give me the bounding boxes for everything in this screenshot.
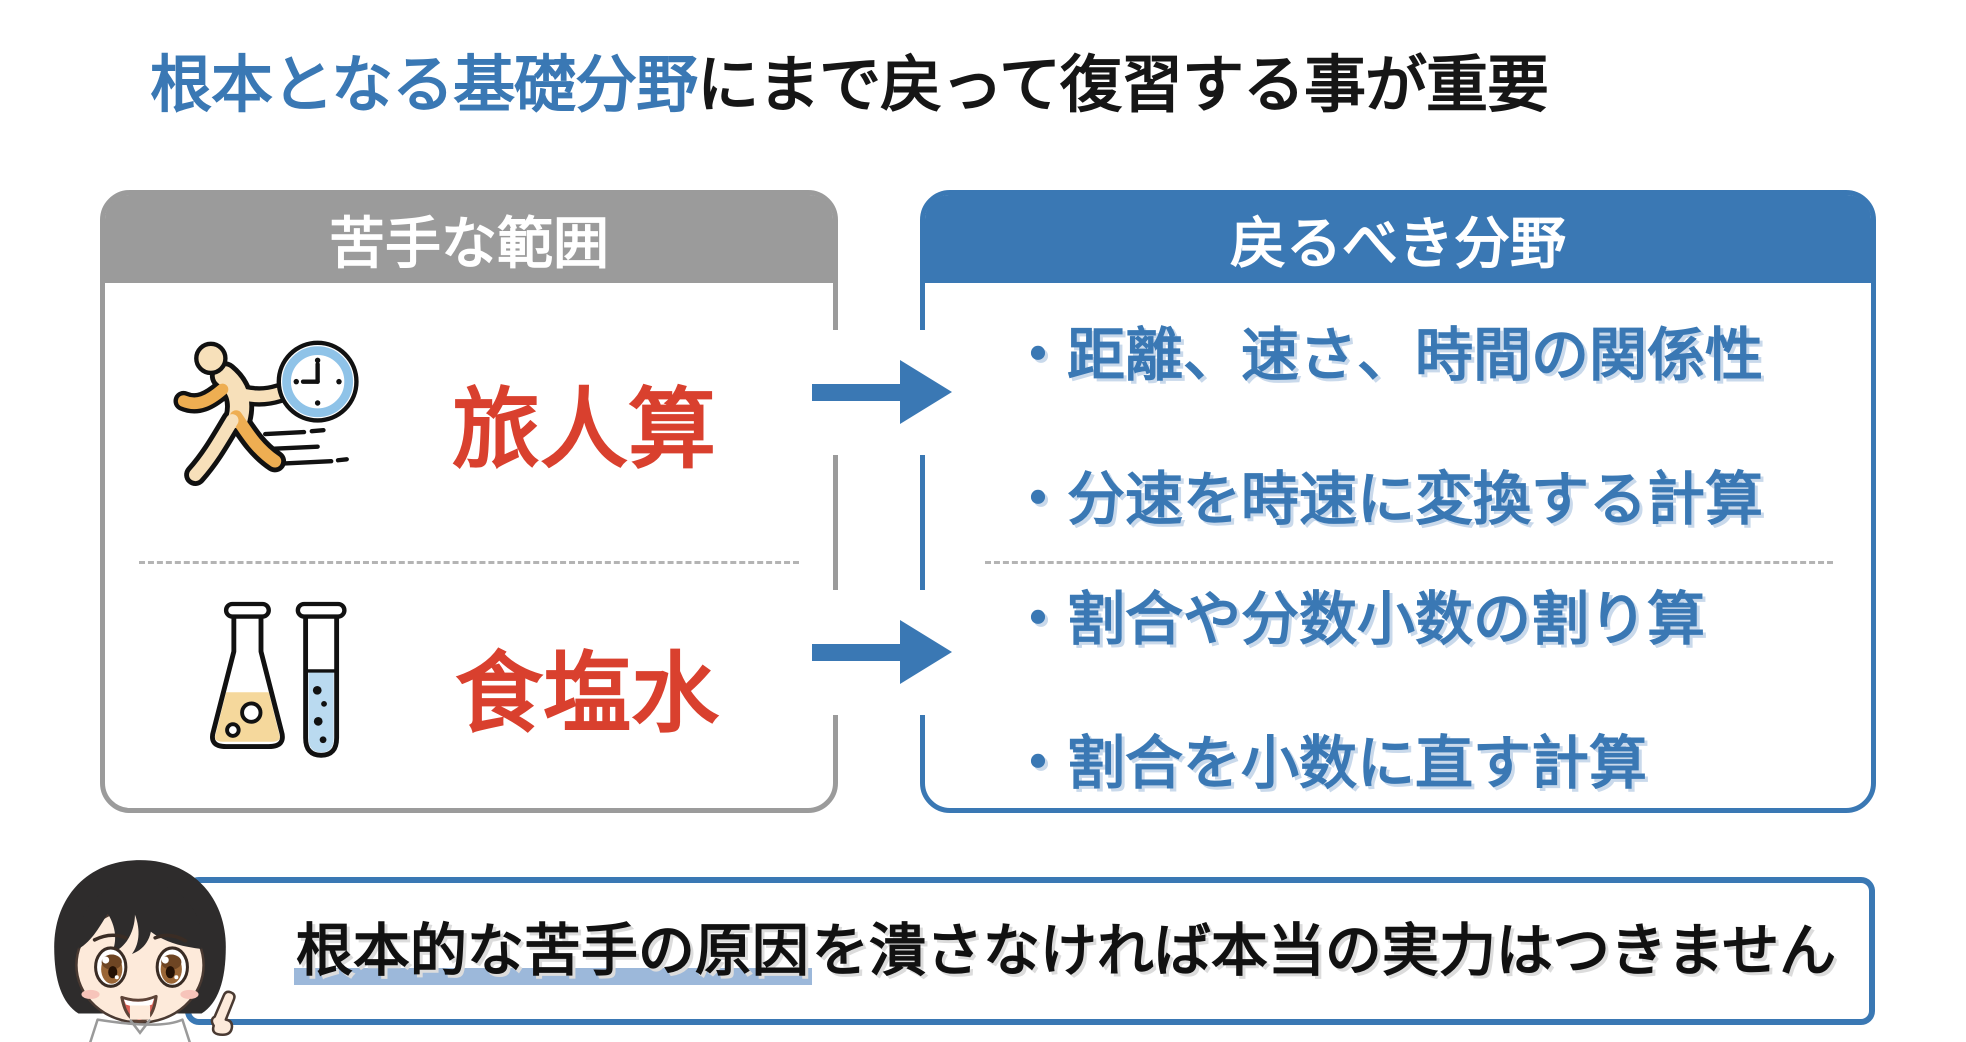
weak-areas-header-label: 苦手な範囲: [329, 211, 609, 275]
bottom-note-box: 根本的な苦手の原因を潰さなければ本当の実力はつきません: [185, 877, 1875, 1025]
target-fields-panel: 戻るべき分野 ・距離、速さ、時間の関係性 ・分速を時速に変換する計算 ・割合や分…: [920, 190, 1876, 813]
arrow-head: [900, 360, 952, 424]
weak-areas-header: 苦手な範囲: [105, 195, 833, 283]
bullet-item: ・距離、速さ、時間の関係性: [1009, 323, 1764, 388]
arrow-shaft: [812, 643, 900, 661]
weak-areas-panel: 苦手な範囲: [100, 190, 838, 813]
weak-area-row-saltwater: 食塩水: [105, 564, 833, 808]
target-fields-header: 戻るべき分野: [925, 195, 1871, 283]
bottom-note-underlined: 根本的な苦手の原因: [294, 919, 812, 985]
page-title: 根本となる基礎分野にまで戻って復習する事が重要: [150, 34, 1549, 124]
bullet-item: ・分速を時速に変換する計算: [1009, 467, 1764, 532]
title-highlight: 根本となる基礎分野: [150, 51, 698, 120]
runner-with-clock-icon: [147, 337, 397, 507]
weak-area-row-travel: 旅人算: [105, 283, 833, 561]
bottom-note-text: 根本的な苦手の原因を潰さなければ本当の実力はつきません: [294, 917, 1836, 985]
bullet-item: ・割合や分数小数の割り算: [1009, 587, 1706, 652]
arrow-shaft: [812, 383, 900, 401]
dashed-divider: [985, 561, 1833, 564]
boy-character-avatar: [34, 854, 246, 1042]
weak-area-label-travel: 旅人算: [452, 379, 717, 479]
flask-and-testtube-icon: [197, 599, 357, 774]
boy-avatar-illustration: [54, 860, 236, 1042]
title-rest: にまで戻って復習する事が重要: [697, 51, 1549, 120]
target-fields-row-travel: ・距離、速さ、時間の関係性 ・分速を時速に変換する計算: [925, 283, 1871, 561]
target-fields-body: ・距離、速さ、時間の関係性 ・分速を時速に変換する計算 ・割合や分数小数の割り算…: [925, 283, 1871, 808]
dashed-divider: [139, 561, 799, 564]
target-fields-header-label: 戻るべき分野: [1230, 211, 1566, 275]
weak-area-label-saltwater: 食塩水: [455, 643, 720, 743]
arrow-right-icon: [812, 360, 952, 424]
bullet-item: ・割合を小数に直す計算: [1009, 731, 1648, 796]
weak-areas-body: 旅人算: [105, 283, 833, 808]
arrow-right-icon: [812, 620, 952, 684]
arrow-head: [900, 620, 952, 684]
bottom-note-rest: を潰さなければ本当の実力はつきません: [811, 918, 1837, 983]
target-fields-row-saltwater: ・割合や分数小数の割り算 ・割合を小数に直す計算: [925, 564, 1871, 808]
